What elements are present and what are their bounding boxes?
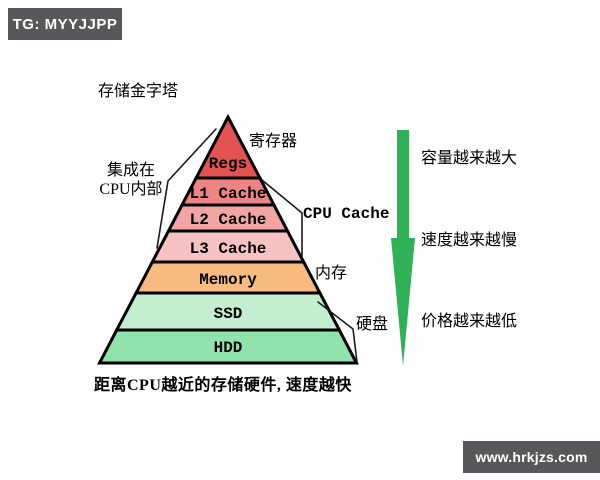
pyramid-layer-label-l1-cache: L1 Cache <box>190 185 267 203</box>
watermark-bottom-right: www.hrkjzs.com <box>463 441 600 473</box>
cpu-internal-label-line2: CPU内部 <box>99 181 163 198</box>
disk-bracket-line <box>317 301 358 363</box>
cpu-internal-label-line1: 集成在 <box>106 162 155 179</box>
disk-cn-label: 硬盘 <box>356 316 389 333</box>
pyramid-layer-label-ssd: SSD <box>214 305 243 323</box>
trend-arrow-shaft <box>397 130 409 240</box>
pyramid-layer-label-memory: Memory <box>199 271 257 289</box>
bottom-caption: 距离CPU越近的存储硬件, 速度越快 <box>94 377 352 394</box>
trend-arrow-head <box>391 238 415 366</box>
trend-arrow-down <box>391 130 415 366</box>
cpu-cache-label: CPU Cache <box>303 205 390 223</box>
capacity-trend-label: 容量越来越大 <box>421 150 518 167</box>
pyramid-layer-label-hdd: HDD <box>214 339 243 357</box>
register-label: 寄存器 <box>249 133 298 150</box>
pyramid-layer-label-regs: Regs <box>209 155 247 173</box>
cpu-cache-bracket-line <box>261 179 303 258</box>
pyramid-layer-label-l2-cache: L2 Cache <box>190 211 267 229</box>
watermark-top-left: TG: MYYJJPP <box>8 8 122 40</box>
diagram-title: 存储金字塔 <box>98 83 179 100</box>
pyramid-layer-label-l3-cache: L3 Cache <box>190 240 267 258</box>
price-trend-label: 价格越来越低 <box>421 313 518 330</box>
memory-cn-label: 内存 <box>315 265 348 282</box>
cpu-internal-label: 集成在 CPU内部 <box>92 161 170 199</box>
speed-trend-label: 速度越来越慢 <box>421 232 518 249</box>
cpu-internal-bracket-line <box>156 128 217 249</box>
pyramid-layer-hdd <box>97 328 359 365</box>
